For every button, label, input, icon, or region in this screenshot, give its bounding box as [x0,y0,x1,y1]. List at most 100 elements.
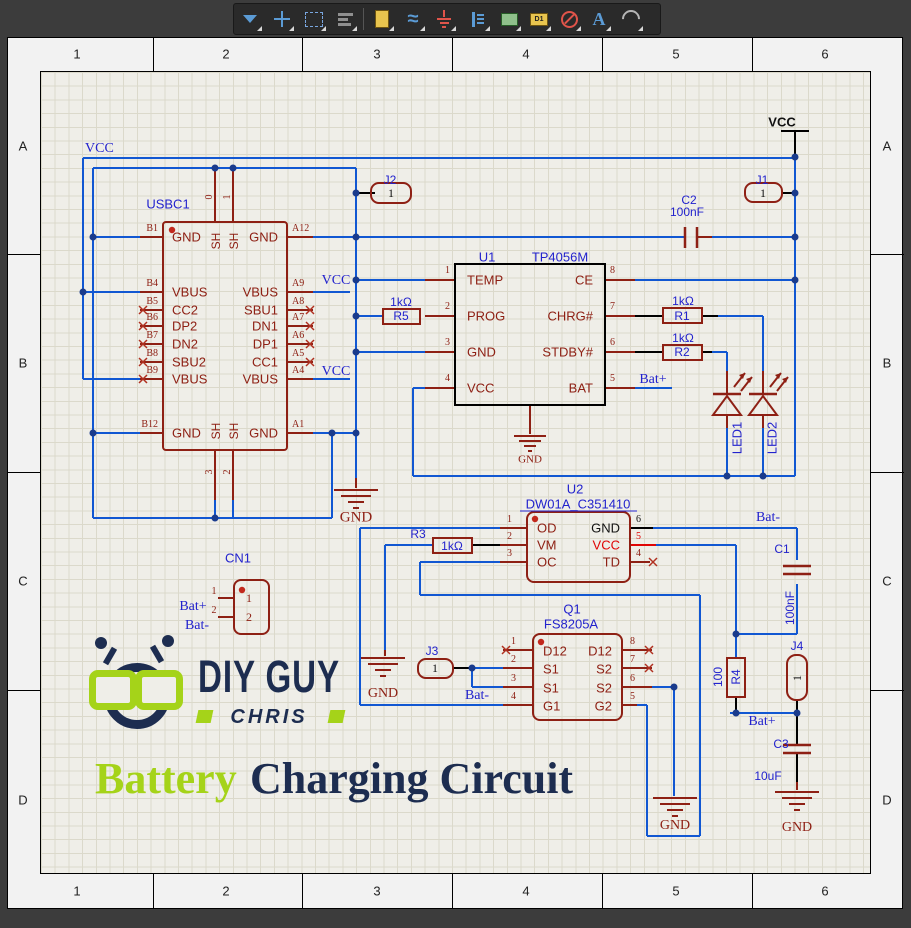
zone-col: 3 [373,883,381,899]
j3-designator[interactable]: J3 [425,644,439,658]
pin-name: CE [574,272,593,288]
c3-value[interactable]: 10uF [754,769,782,783]
u2-designator[interactable]: U2 [566,481,584,497]
cn1-pin-name: 1 [246,591,252,605]
pin-name: OC [537,554,557,570]
gnd-label[interactable]: GND [518,453,542,466]
usbc1-designator[interactable]: USBC1 [146,196,190,212]
net-label-bat-minus[interactable]: Bat- [464,688,490,703]
place-text-icon[interactable]: A [586,6,612,32]
pin-name: GND [467,344,496,360]
zone-col: 4 [522,46,530,62]
power-port-vcc[interactable]: VCC [768,114,796,130]
pin-number: B7 [146,330,158,341]
r4-designator[interactable]: R4 [729,669,743,685]
r1-designator[interactable]: R1 [674,309,690,323]
pin-number: A4 [292,365,305,376]
led2-designator[interactable]: LED2 [764,421,780,455]
net-label-bat-plus[interactable]: Bat+ [179,599,207,614]
u2-value[interactable]: DW01A_C351410 [525,496,631,512]
zone-col: 4 [522,883,530,899]
pin-number: A8 [292,296,305,307]
j2-pin: 1 [388,186,394,200]
u1-value[interactable]: TP4056M [531,249,589,265]
u1-body [454,263,606,406]
pin-number: 6 [610,337,615,348]
pin-name: PROG [467,308,506,324]
c2-designator[interactable]: C2 [681,193,697,207]
pin-name: DN2 [172,336,199,352]
r2-designator[interactable]: R2 [674,345,690,359]
c1-value[interactable]: 100nF [783,590,797,626]
pin-number: 3 [507,548,512,559]
pin-number: 8 [630,636,635,647]
place-power-port-icon[interactable] [431,6,457,32]
r3-value[interactable]: 1kΩ [441,539,463,553]
place-part-icon[interactable] [369,6,395,32]
align-icon[interactable] [332,6,358,32]
net-label-vcc[interactable]: VCC [85,141,114,156]
pin-number: B6 [146,312,158,323]
r3-designator[interactable]: R3 [410,527,426,541]
logo-accent-square [327,710,346,723]
j1-designator[interactable]: J1 [755,173,769,187]
pin-name: DP1 [252,336,278,352]
r1-value[interactable]: 1kΩ [672,294,694,308]
net-label-bat-plus[interactable]: Bat+ [748,714,776,729]
place-wire-icon[interactable]: ≈ [400,6,426,32]
j2-designator[interactable]: J2 [383,173,397,187]
sheet-canvas[interactable] [40,71,871,874]
c3-designator[interactable]: C3 [773,737,789,751]
pin-number: 4 [511,691,516,702]
c2-value[interactable]: 100nF [669,205,705,219]
pin-name: VBUS [242,371,278,387]
led-triangles [711,394,779,416]
sheet-title-word2[interactable]: Charging Circuit [250,754,574,803]
place-arc-icon[interactable] [618,6,644,32]
pin-name: DP2 [172,318,198,334]
place-sheet-symbol-icon[interactable] [496,6,522,32]
zone-row: D [882,792,892,808]
zone-col: 5 [672,46,680,62]
zone-divider [153,874,154,908]
net-label-bat-minus[interactable]: Bat- [184,618,210,633]
r5-value[interactable]: 1kΩ [390,295,412,309]
zone-divider [602,874,603,908]
r4-value[interactable]: 100 [711,666,725,688]
place-bus-icon[interactable] [465,6,491,32]
gnd-label[interactable]: GND [339,509,373,526]
selection-icon[interactable] [301,6,327,32]
net-label-bat-minus[interactable]: Bat- [755,510,781,525]
r2-value[interactable]: 1kΩ [672,331,694,345]
r5-designator[interactable]: R5 [393,309,409,323]
zone-divider [7,472,40,473]
filter-icon[interactable] [237,6,263,32]
gnd-label[interactable]: GND [781,820,813,835]
pin-number: 3 [204,469,215,475]
c1-designator[interactable]: C1 [774,542,790,556]
cn1-designator[interactable]: CN1 [224,550,252,566]
place-harness-icon[interactable]: D1 [526,6,552,32]
j4-designator[interactable]: J4 [790,639,804,653]
net-label-bat-plus[interactable]: Bat+ [639,372,667,387]
net-label-vcc[interactable]: VCC [321,273,351,288]
net-label-vcc[interactable]: VCC [321,364,351,379]
q1-value[interactable]: FS8205A [543,616,599,632]
j4-pin: 1 [790,675,804,681]
place-no-erc-icon[interactable] [556,6,582,32]
led1-designator[interactable]: LED1 [729,421,745,455]
pin-name: D12 [543,643,567,659]
crosshair-icon[interactable] [269,6,295,32]
pin-number: 2 [445,301,450,312]
pin-number: 5 [630,691,635,702]
gnd-label[interactable]: GND [659,818,691,833]
zone-divider [7,690,40,691]
pin-name: GND [591,520,620,536]
u1-designator[interactable]: U1 [478,249,496,265]
black-wires [356,130,809,782]
sheet-title-word1[interactable]: Battery [95,754,237,803]
q1-designator[interactable]: Q1 [563,601,581,617]
gnd-label[interactable]: GND [367,686,399,701]
pin-name: GND [249,425,278,441]
